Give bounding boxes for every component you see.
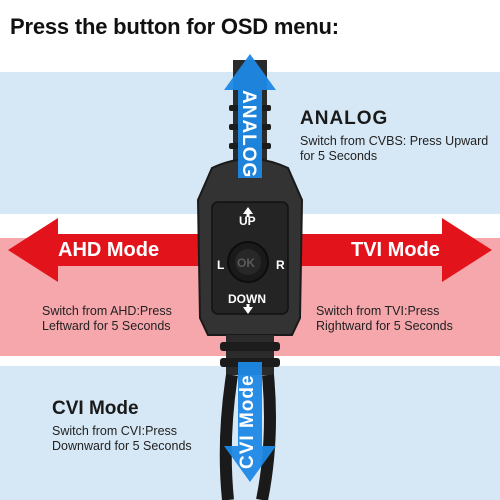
blue-down-arrow <box>224 362 276 482</box>
tvi-arrow-label: TVI Mode <box>351 239 440 261</box>
cable-wire-right <box>256 374 276 500</box>
cvi-description: Switch from CVI:Press Downward for 5 Sec… <box>52 424 192 453</box>
cable-wire-left <box>219 374 238 500</box>
cvi-heading: CVI Mode <box>52 398 139 419</box>
ahd-arrow-label: AHD Mode <box>58 239 160 261</box>
button-up-label: UP <box>239 214 256 228</box>
page-title: Press the button for OSD menu: <box>10 14 339 39</box>
button-left-label: L <box>217 258 225 272</box>
ahd-description: Switch from AHD:Press Leftward for 5 Sec… <box>42 304 172 333</box>
blue-up-arrow <box>224 54 276 178</box>
button-ok-label: OK <box>237 256 255 270</box>
button-down-label: DOWN <box>228 292 266 306</box>
analog-arrow-label: ANALOG <box>238 90 259 179</box>
analog-description: Switch from CVBS: Press Upward for 5 Sec… <box>300 134 489 163</box>
cvi-arrow-label: CVI Mode <box>237 374 258 469</box>
button-right-label: R <box>276 258 285 272</box>
analog-heading: ANALOG <box>300 108 389 129</box>
button-up-arrow-icon <box>243 207 253 214</box>
button-down-arrow-icon <box>243 307 253 314</box>
tvi-description: Switch from TVI:Press Rightward for 5 Se… <box>316 304 453 333</box>
